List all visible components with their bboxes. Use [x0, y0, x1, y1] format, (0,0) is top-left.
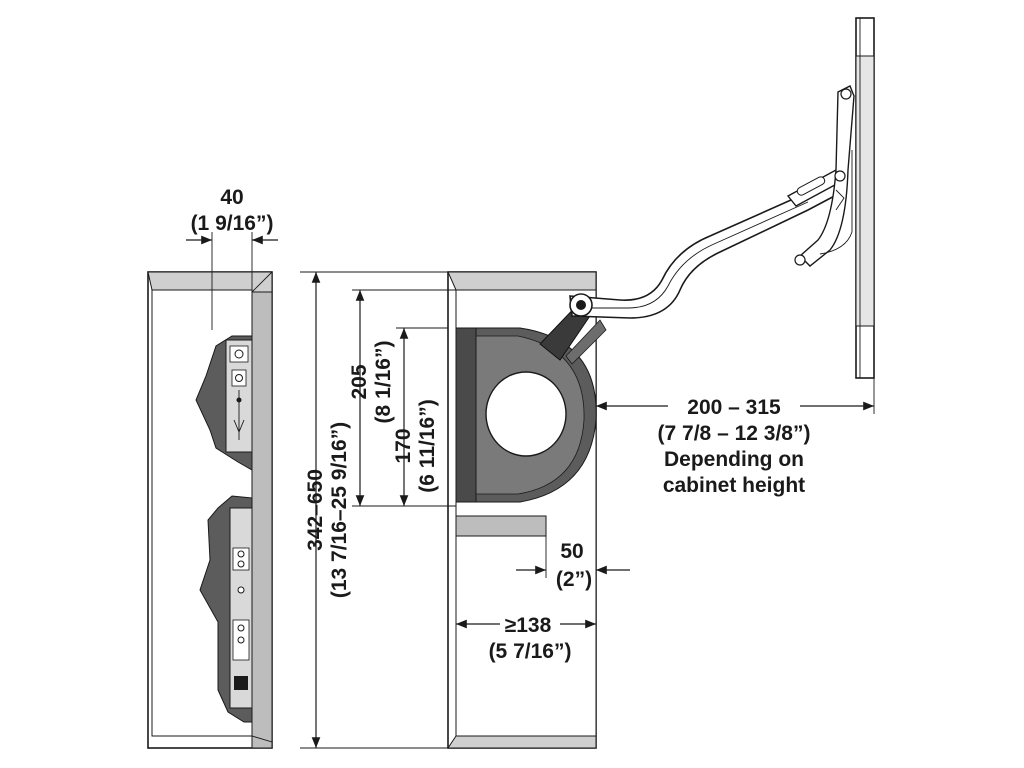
- dim-138-imperial: (5 7/16”): [489, 640, 572, 663]
- dim-50-metric: 50: [560, 540, 583, 563]
- cabinet-front-view: [447, 271, 597, 749]
- dim-50-imperial: (2”): [556, 568, 592, 591]
- side-panel-top-edge: [147, 271, 273, 293]
- dim-170-imperial: (6 11/16”): [416, 399, 439, 492]
- side-panel-edge-strip: [251, 291, 273, 749]
- dim-height-imperial: (13 7/16–25 9/16”): [328, 422, 351, 598]
- dim-height-metric: 342–650: [304, 469, 327, 551]
- dimension-205: 205 (8 1/16”): [348, 289, 456, 507]
- dim-travel-note-2: cabinet height: [663, 474, 805, 497]
- dim-138-metric: ≥138: [505, 614, 552, 637]
- door-bracket: [798, 85, 855, 267]
- dimension-170: 170 (6 11/16”): [392, 327, 448, 507]
- dimension-138: ≥138 (5 7/16”): [456, 614, 596, 663]
- dimension-cabinet-height: 342–650 (13 7/16–25 9/16”): [300, 271, 448, 749]
- dimension-50: 50 (2”): [516, 536, 630, 591]
- lift-arm-assembly: [539, 85, 855, 365]
- dim-205-imperial: (8 1/16”): [372, 341, 395, 424]
- dim-40-imperial: (1 9/16”): [191, 212, 274, 235]
- dim-40-metric: 40: [220, 186, 243, 209]
- dimension-40: 40 (1 9/16”): [186, 186, 278, 336]
- cabinet-shelf: [455, 515, 547, 537]
- dim-205-metric: 205: [348, 364, 371, 399]
- dim-travel-imperial: (7 7/8 – 12 3/8”): [658, 422, 811, 445]
- side-panel-view: [147, 271, 273, 749]
- dimension-door-travel: 200 – 315 (7 7/8 – 12 3/8”) Depending on…: [596, 378, 875, 497]
- dim-170-metric: 170: [392, 428, 415, 463]
- dim-travel-metric: 200 – 315: [687, 396, 781, 419]
- door-panel: [855, 17, 875, 379]
- mechanism-cover-cap: [485, 371, 567, 457]
- mechanism-front-plate: [455, 327, 477, 503]
- dim-travel-note-1: Depending on: [664, 448, 804, 471]
